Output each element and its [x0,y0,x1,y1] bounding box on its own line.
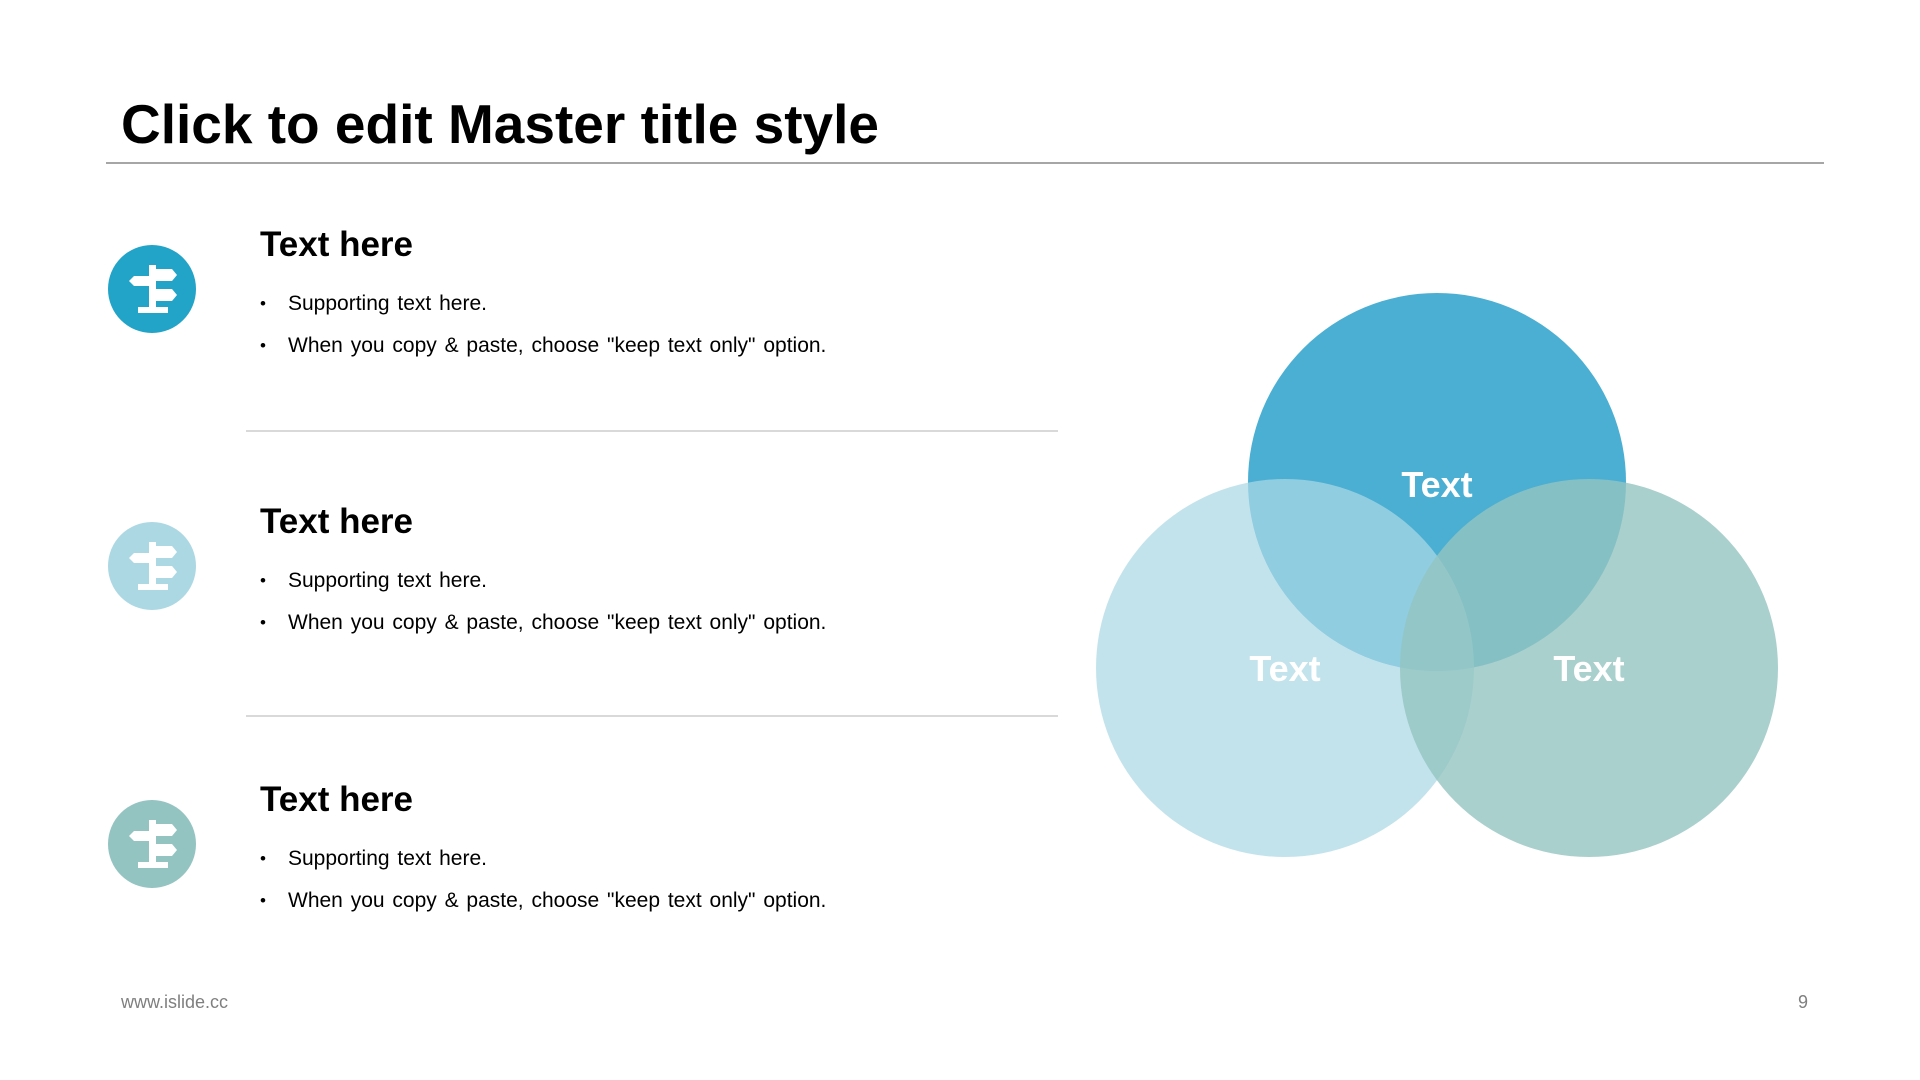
bullet-item: When you copy & paste, choose "keep text… [260,608,826,638]
item-heading: Text here [260,780,414,819]
bullet-item: Supporting text here. [260,844,826,874]
item-divider [246,430,1058,432]
list-item: Text here Supporting text here. When you… [0,225,1080,485]
bullet-list: Supporting text here. When you copy & pa… [260,566,826,650]
page-number: 9 [1797,992,1808,1012]
icon-circle [108,800,196,888]
bullet-list: Supporting text here. When you copy & pa… [260,844,826,928]
venn-label-top: Text [1401,464,1472,505]
venn-diagram: Text Text Text [1096,293,1778,857]
bullet-list: Supporting text here. When you copy & pa… [260,289,826,373]
slide-title: Click to edit Master title style [121,93,879,155]
venn-circle-left [1096,479,1474,857]
bullet-item: Supporting text here. [260,289,826,319]
bullet-item: When you copy & paste, choose "keep text… [260,331,826,361]
icon-circle [108,522,196,610]
signpost-icon [129,542,177,590]
title-divider [106,162,1824,164]
bullet-item: Supporting text here. [260,566,826,596]
footer-url: www.islide.cc [121,992,229,1012]
signpost-icon [129,265,177,313]
signpost-icon [129,820,177,868]
venn-circle-right [1400,479,1778,857]
item-divider [246,715,1058,717]
venn-label-left: Text [1249,648,1320,689]
venn-label-right: Text [1553,648,1624,689]
list-item: Text here Supporting text here. When you… [0,780,1080,1040]
bullet-item: When you copy & paste, choose "keep text… [260,886,826,916]
item-heading: Text here [260,225,414,264]
icon-circle [108,245,196,333]
list-item: Text here Supporting text here. When you… [0,502,1080,762]
item-heading: Text here [260,502,414,541]
